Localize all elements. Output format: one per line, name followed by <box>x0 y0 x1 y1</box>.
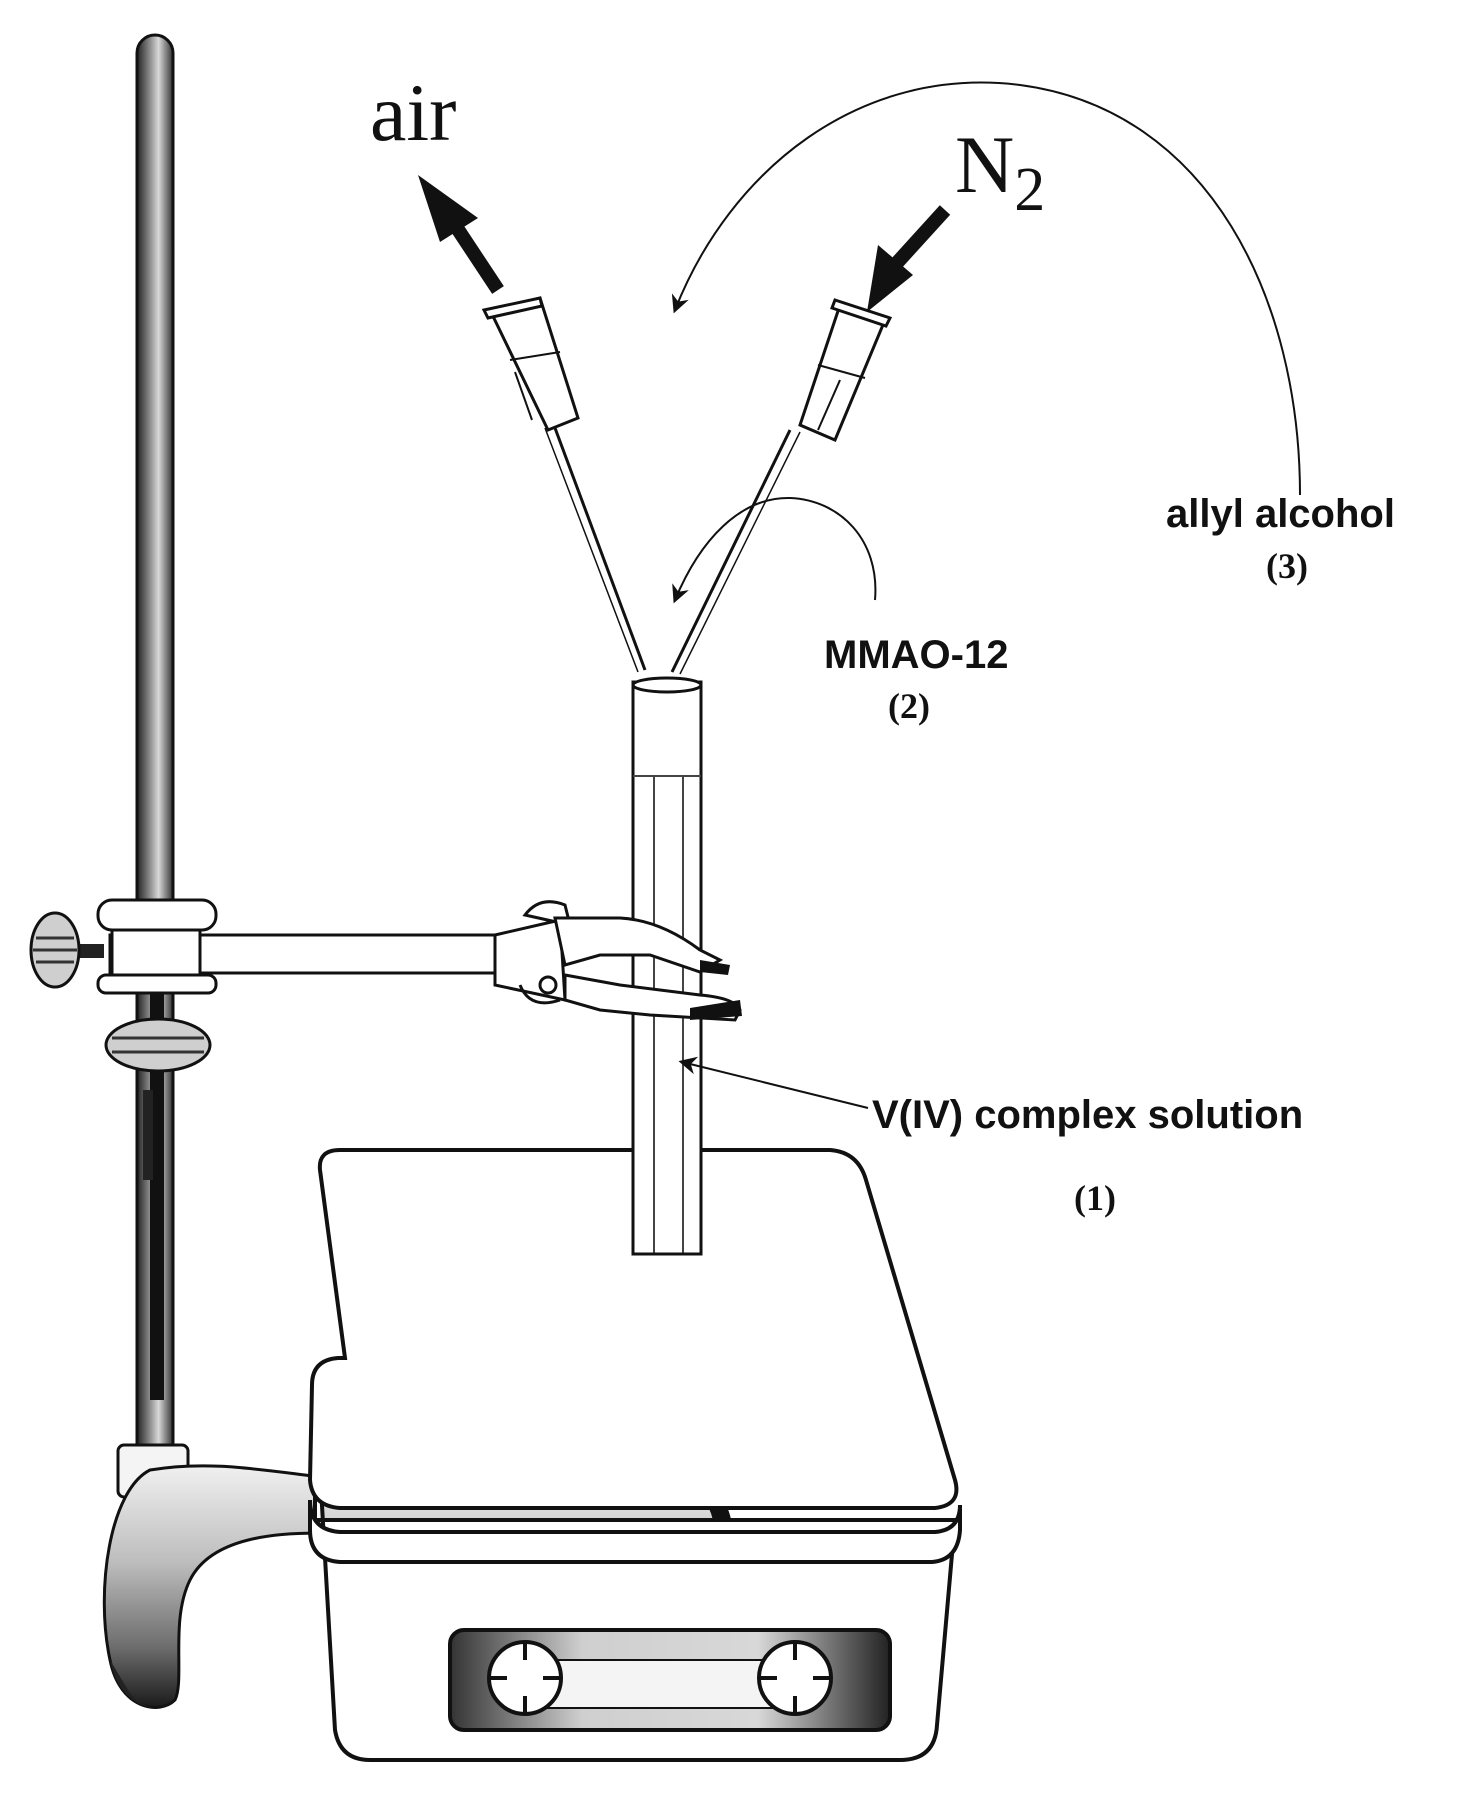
air-label: air <box>370 67 456 158</box>
mmao-number: (2) <box>888 686 930 726</box>
dial-knob-left[interactable] <box>487 1640 563 1716</box>
complex-pointer <box>678 1056 869 1109</box>
allyl-alcohol-label: allyl alcohol <box>1166 492 1395 536</box>
air-arrow <box>418 175 504 294</box>
complex-number: (1) <box>1074 1178 1116 1218</box>
stand-rod <box>135 33 175 1507</box>
n2-label: N2 <box>955 119 1045 224</box>
n2-label-sub: 2 <box>1014 156 1045 224</box>
allyl-alcohol-number: (3) <box>1266 546 1308 586</box>
dial-knob-right[interactable] <box>757 1640 833 1716</box>
test-tube <box>631 676 703 1256</box>
complex-label: V(IV) complex solution <box>872 1093 1303 1137</box>
allyl-alcohol-arrow <box>671 81 1301 496</box>
n2-label-main: N <box>955 119 1014 210</box>
needle-left <box>481 296 647 673</box>
needle-right <box>670 298 893 675</box>
clamp-arm <box>29 898 742 1073</box>
n2-arrow <box>867 205 951 312</box>
mmao-label: MMAO-12 <box>824 633 1008 677</box>
mmao-arrow <box>672 496 877 604</box>
